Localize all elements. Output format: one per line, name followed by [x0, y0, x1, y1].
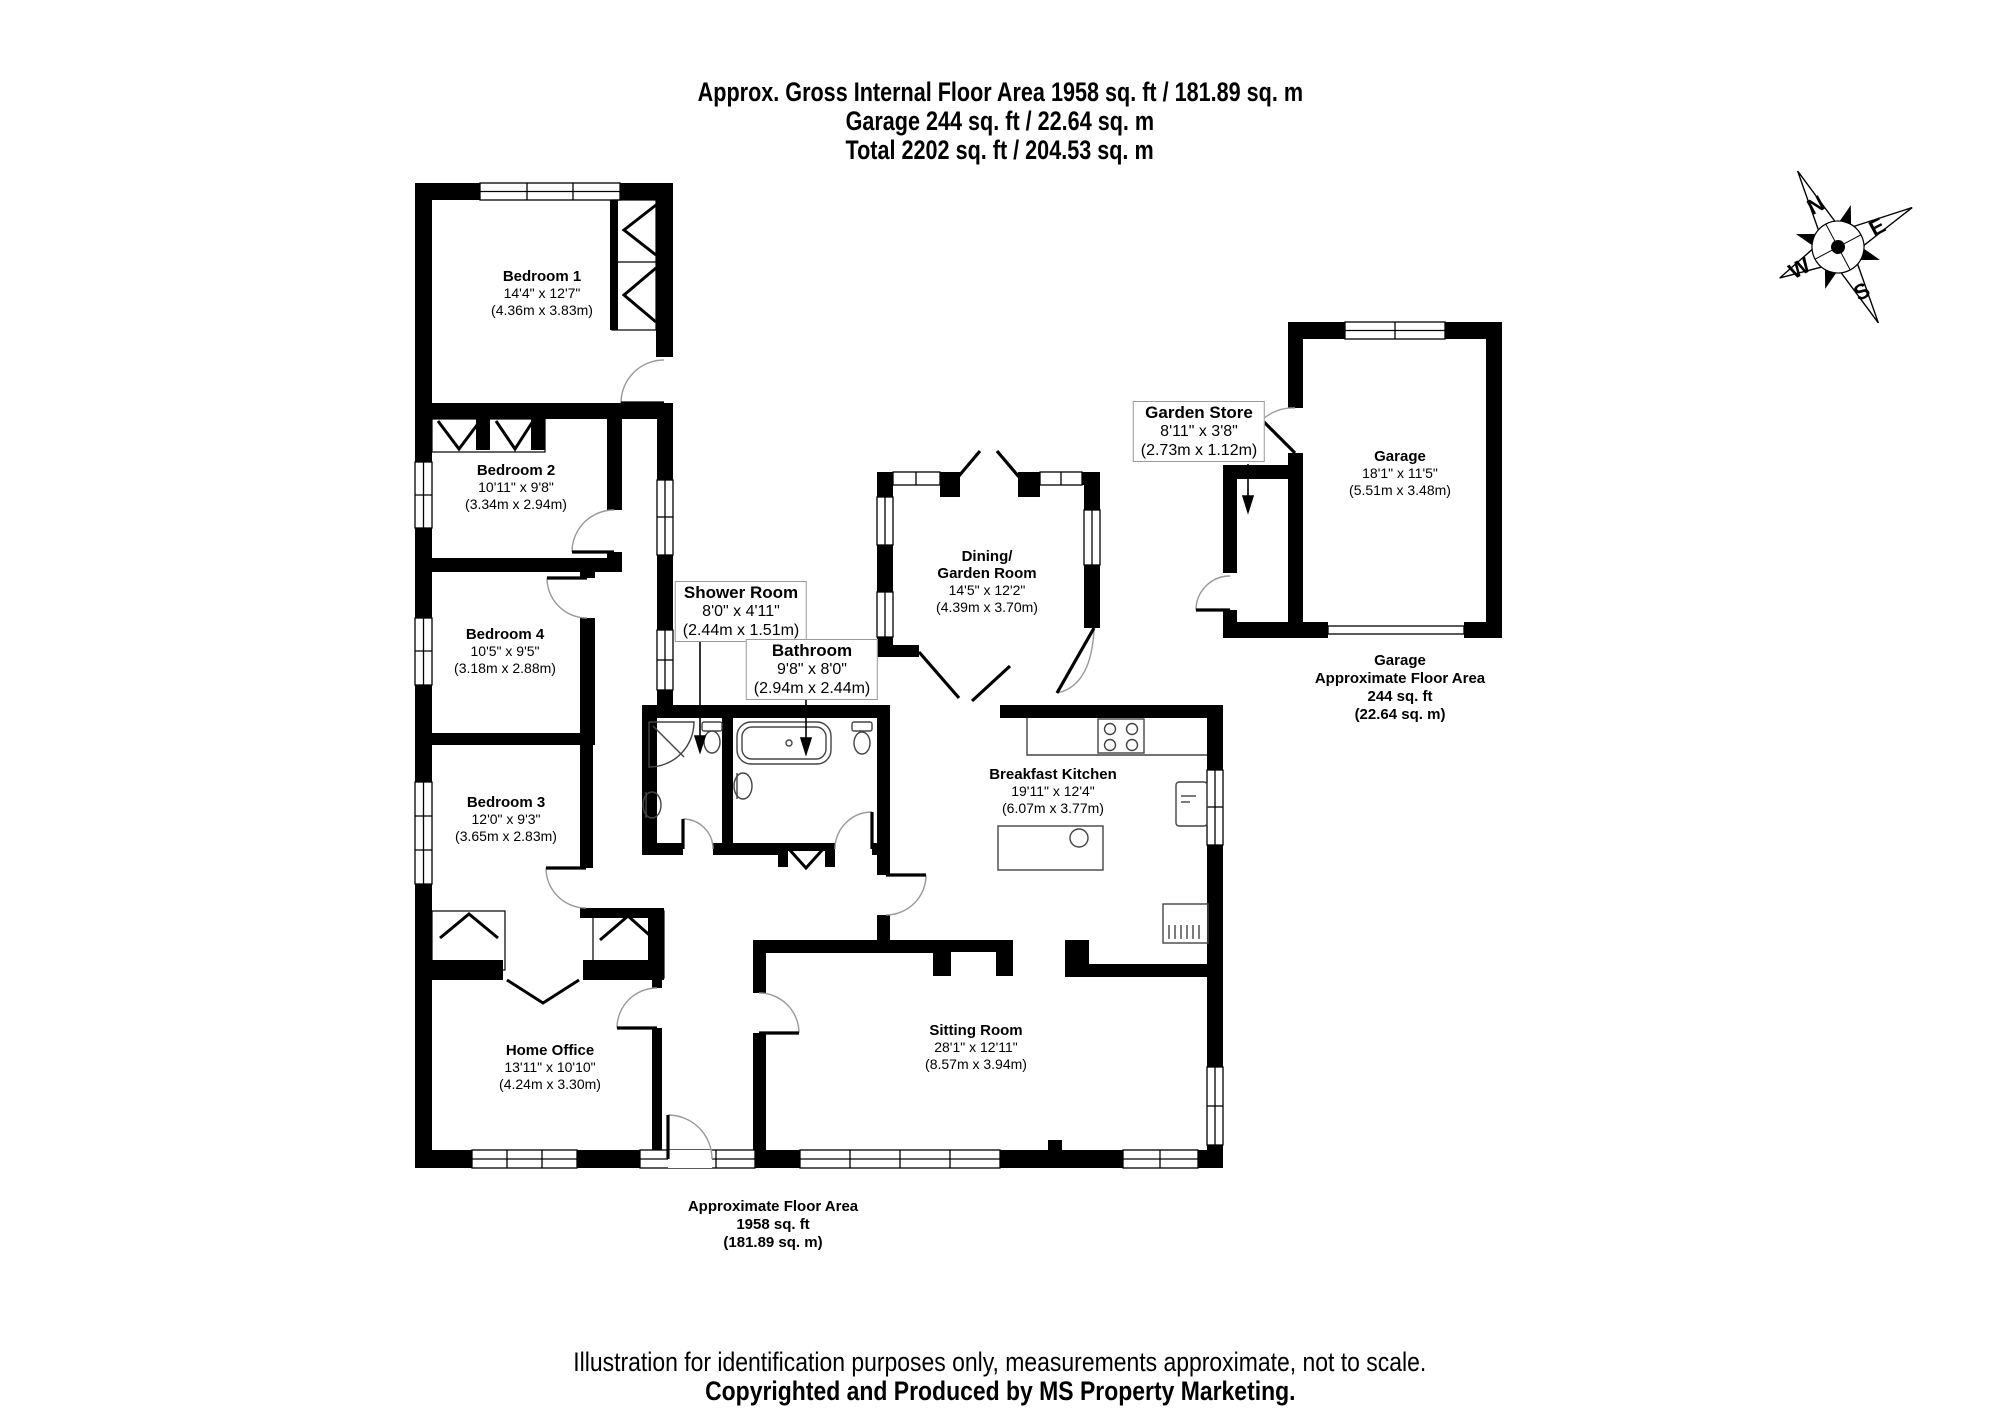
header-line-3: Total 2202 sq. ft / 204.53 sq. m: [845, 135, 1155, 165]
footer-copyright: Copyrighted and Produced by MS Property …: [704, 1376, 1296, 1406]
room-label-home-office: Home Office 13'11" x 10'10" (4.24m x 3.3…: [499, 1042, 601, 1092]
main-floor-area-note: Approximate Floor Area 1958 sq. ft (181.…: [687, 1198, 859, 1251]
garage-floor-area-note: Garage Approximate Floor Area 244 sq. ft…: [1314, 652, 1486, 723]
windows: [414, 182, 1465, 1169]
room-label-garden-store: Garden Store 8'11" x 3'8" (2.73m x 1.12m…: [1132, 401, 1266, 462]
label-arrows: [693, 464, 1255, 757]
room-label-breakfast-kitchen: Breakfast Kitchen 19'11" x 12'4" (6.07m …: [989, 766, 1117, 816]
header-line-2: Garage 244 sq. ft / 22.64 sq. m: [845, 106, 1155, 136]
room-label-dining-garden-room: Dining/ Garden Room 14'5" x 12'2" (4.39m…: [936, 548, 1038, 615]
room-label-bedroom-1: Bedroom 1 14'4" x 12'7" (4.36m x 3.83m): [491, 268, 593, 318]
fixtures: [642, 718, 1209, 944]
room-label-shower-room: Shower Room 8'0" x 4'11" (2.44m x 1.51m): [674, 581, 808, 642]
room-label-bedroom-3: Bedroom 3 12'0" x 9'3" (3.65m x 2.83m): [455, 794, 557, 844]
header: Approx. Gross Internal Floor Area 1958 s…: [0, 78, 2000, 165]
room-label-bedroom-4: Bedroom 4 10'5" x 9'5" (3.18m x 2.88m): [454, 626, 556, 676]
footer-disclaimer: Illustration for identification purposes…: [573, 1347, 1427, 1377]
doors: [545, 357, 1303, 1168]
room-label-sitting-room: Sitting Room 28'1" x 12'11" (8.57m x 3.9…: [925, 1022, 1027, 1072]
room-label-bathroom: Bathroom 9'8" x 8'0" (2.94m x 2.44m): [745, 639, 879, 700]
closet-doors: [431, 199, 826, 1005]
footer: Illustration for identification purposes…: [0, 1348, 2000, 1406]
room-label-garage: Garage 18'1" x 11'5" (5.51m x 3.48m): [1349, 448, 1451, 498]
room-label-bedroom-2: Bedroom 2 10'11" x 9'8" (3.34m x 2.94m): [465, 462, 567, 512]
compass-rose: N E S W: [1779, 170, 1913, 324]
header-line-1: Approx. Gross Internal Floor Area 1958 s…: [697, 77, 1303, 107]
